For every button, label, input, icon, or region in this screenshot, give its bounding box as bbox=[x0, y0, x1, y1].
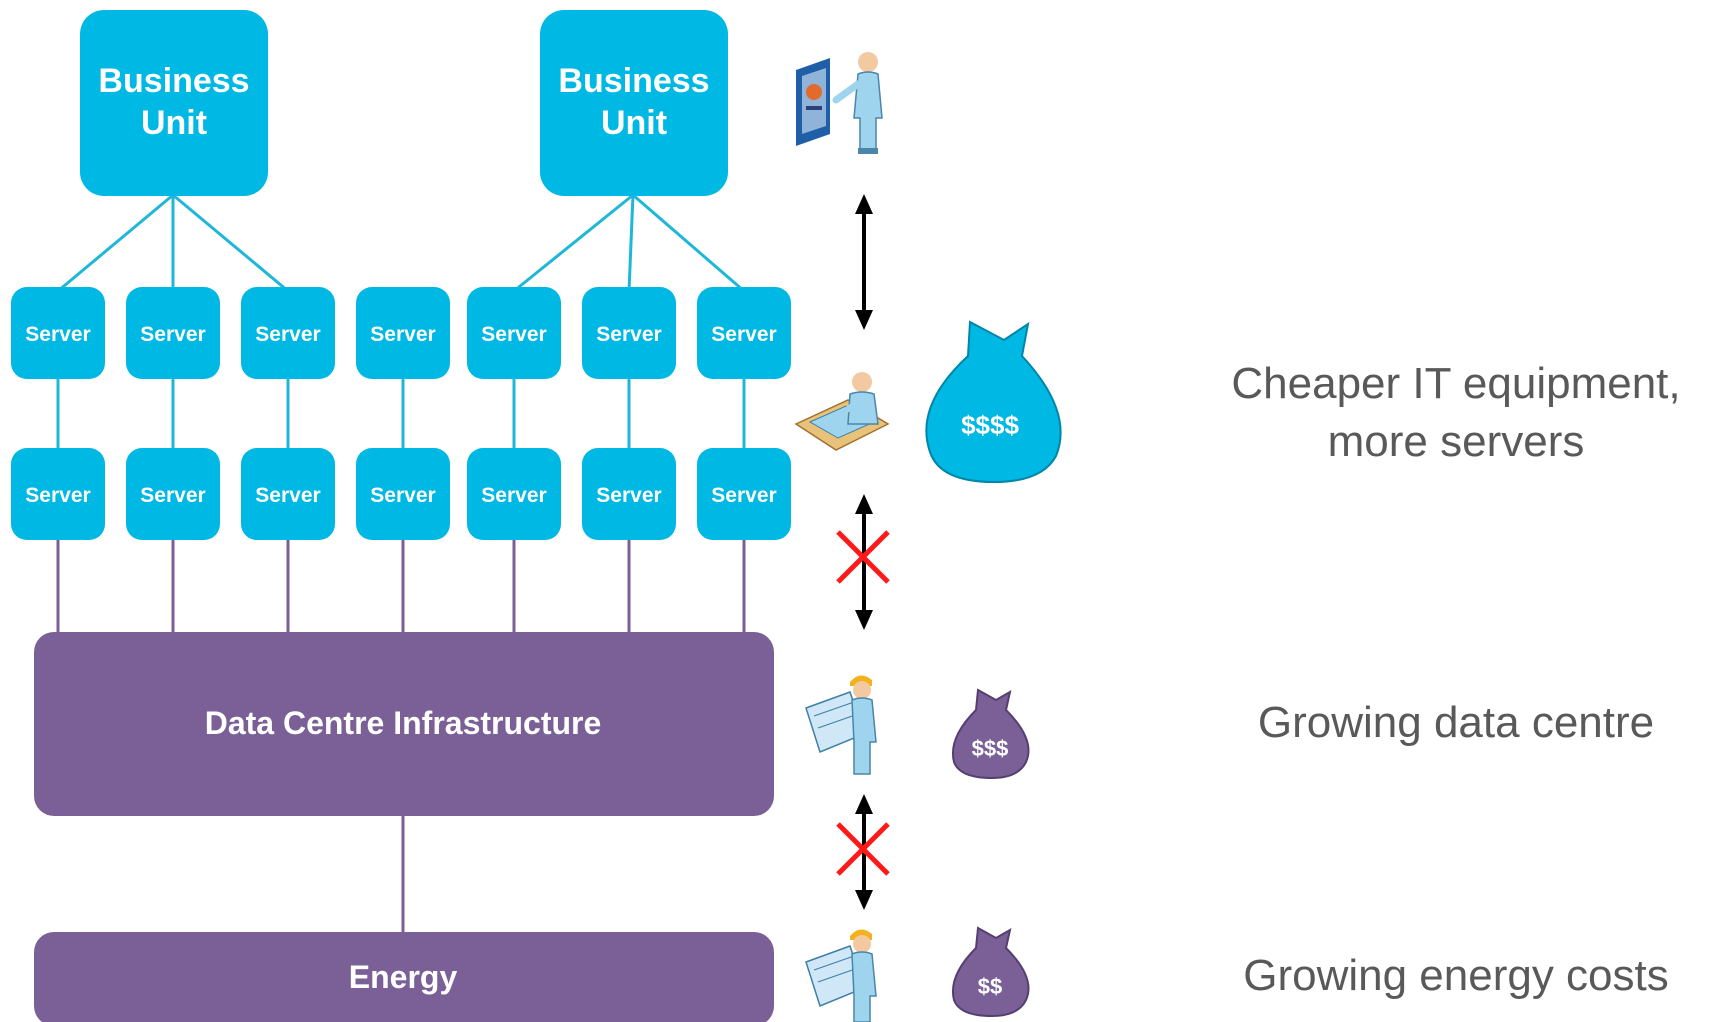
server-label: Server bbox=[140, 484, 205, 507]
data-centre-infrastructure-label: Data Centre Infrastructure bbox=[205, 705, 602, 741]
server-label: Server bbox=[370, 484, 435, 507]
caption-it: Cheaper IT equipment, more servers bbox=[1196, 355, 1716, 471]
caption-it-line2: more servers bbox=[1327, 417, 1585, 466]
desk-worker-icon bbox=[794, 372, 890, 451]
server-label: Server bbox=[255, 323, 320, 346]
caption-energy: Growing energy costs bbox=[1196, 947, 1716, 1005]
energy-box: Energy bbox=[34, 932, 774, 1022]
broken-link-cross-icon bbox=[836, 822, 890, 876]
business-unit-label-line2: Unit bbox=[601, 104, 667, 142]
server-box: Server bbox=[697, 448, 791, 540]
connector-bu-server bbox=[172, 193, 289, 293]
business-unit-label-line1: Business bbox=[98, 62, 249, 100]
caption-dc: Growing data centre bbox=[1196, 694, 1716, 752]
money-bag-medium-icon: $$$ bbox=[952, 688, 1030, 780]
server-box: Server bbox=[11, 287, 105, 379]
server-label: Server bbox=[596, 323, 661, 346]
server-label: Server bbox=[255, 484, 320, 507]
engineer-blueprint-icon bbox=[805, 929, 877, 1022]
money-bag-small-label: $$ bbox=[978, 974, 1002, 999]
server-label: Server bbox=[481, 484, 546, 507]
server-label: Server bbox=[711, 484, 776, 507]
money-bag-medium-label: $$$ bbox=[972, 736, 1009, 761]
caption-dc-text: Growing data centre bbox=[1257, 698, 1655, 747]
connector-bu-server bbox=[632, 193, 745, 293]
money-bag-large-label: $$$$ bbox=[961, 410, 1019, 440]
server-box: Server bbox=[241, 287, 335, 379]
server-box: Server bbox=[356, 287, 450, 379]
energy-label: Energy bbox=[349, 959, 458, 995]
connector-bu-server bbox=[57, 193, 174, 293]
presenter-person-icon bbox=[796, 52, 883, 154]
server-box: Server bbox=[356, 448, 450, 540]
arrow-bu-to-it bbox=[855, 194, 873, 330]
connector-bu-server bbox=[513, 193, 634, 293]
server-box: Server bbox=[126, 448, 220, 540]
server-label: Server bbox=[370, 323, 435, 346]
caption-energy-text: Growing energy costs bbox=[1243, 951, 1669, 1000]
server-box: Server bbox=[11, 448, 105, 540]
server-box: Server bbox=[467, 287, 561, 379]
engineer-blueprint-icon bbox=[805, 675, 877, 775]
server-box: Server bbox=[582, 448, 676, 540]
server-box: Server bbox=[241, 448, 335, 540]
business-unit-label-line1: Business bbox=[558, 62, 709, 100]
server-box: Server bbox=[582, 287, 676, 379]
server-box: Server bbox=[126, 287, 220, 379]
server-label: Server bbox=[25, 323, 90, 346]
server-label: Server bbox=[25, 484, 90, 507]
server-box: Server bbox=[467, 448, 561, 540]
connector-bu-server bbox=[627, 194, 635, 292]
money-bag-large-icon: $$$$ bbox=[925, 320, 1062, 484]
data-centre-infrastructure-box: Data Centre Infrastructure bbox=[34, 632, 774, 816]
broken-link-cross-icon bbox=[836, 530, 890, 584]
money-bag-small-icon: $$ bbox=[952, 926, 1030, 1018]
server-box: Server bbox=[697, 287, 791, 379]
arrow-it-to-dc-broken bbox=[836, 494, 890, 630]
server-label: Server bbox=[140, 323, 205, 346]
server-label: Server bbox=[596, 484, 661, 507]
caption-it-line1: Cheaper IT equipment, bbox=[1231, 359, 1681, 408]
business-unit-label-line2: Unit bbox=[141, 104, 207, 142]
server-label: Server bbox=[481, 323, 546, 346]
server-label: Server bbox=[711, 323, 776, 346]
arrow-dc-to-energy-broken bbox=[836, 794, 890, 910]
